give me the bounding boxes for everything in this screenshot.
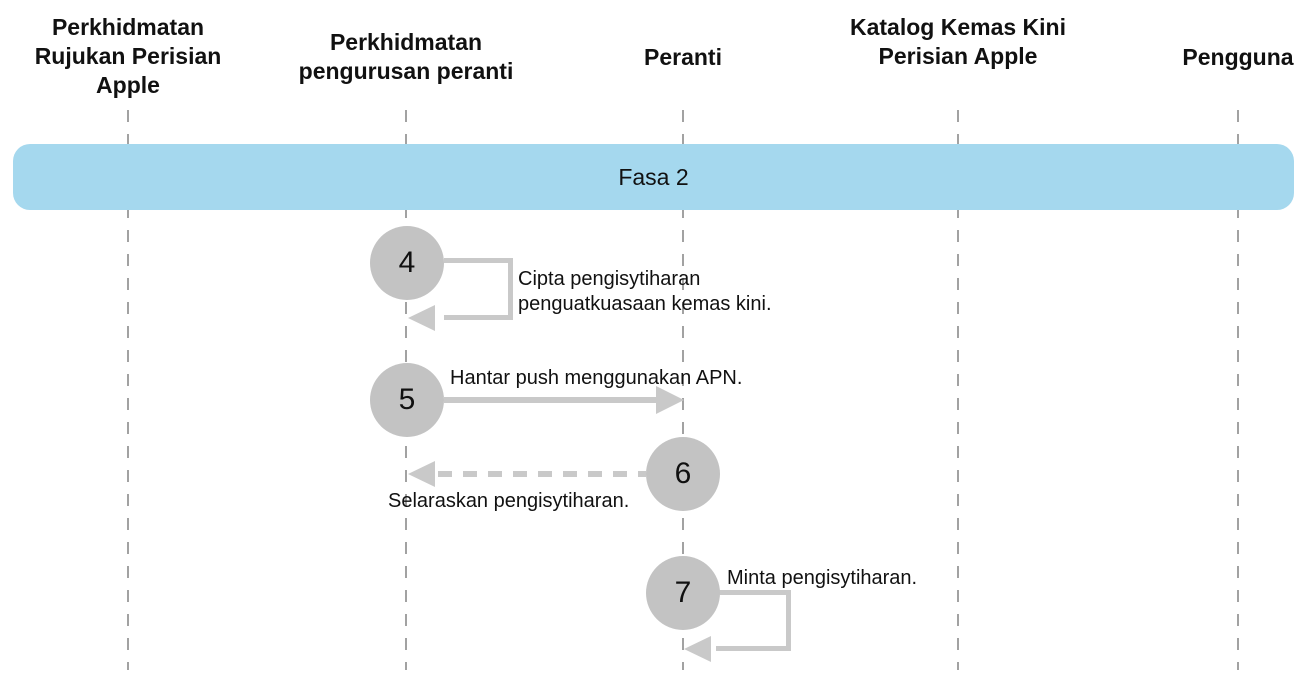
- step4-number-badge: 4: [370, 226, 444, 300]
- step5-number-badge: 5: [370, 363, 444, 437]
- step7-label: Minta pengisytiharan.: [727, 567, 918, 589]
- step5-number: 5: [398, 383, 416, 416]
- step7-arrowhead-left-icon: [684, 636, 711, 662]
- lifeline-pengguna: [1237, 110, 1239, 670]
- lifeline-perkhidmatan-rujukan-perisian-apple: [127, 110, 129, 670]
- phase-label: Fasa 2: [618, 163, 689, 190]
- step5-label: Hantar push menggunakan APN.: [450, 367, 743, 389]
- step4-label: Cipta pengisytiharan penguatkuasaan kema…: [518, 268, 772, 315]
- step6-arrowhead-left-icon: [408, 461, 435, 487]
- actor-label-pengguna: Pengguna: [1182, 44, 1294, 70]
- actor-label-perkhidmatan-pengurusan-peranti: Perkhidmatan pengurusan peranti: [298, 29, 514, 84]
- step4-arrowhead-left-icon: [408, 305, 435, 331]
- step6-number: 6: [674, 457, 692, 490]
- step5-arrow-line: [444, 397, 658, 403]
- phase-banner: Fasa 2: [13, 144, 1294, 210]
- step6-number-badge: 6: [646, 437, 720, 511]
- step6-label: Selaraskan pengisytiharan.: [388, 490, 630, 512]
- step7-number: 7: [674, 576, 692, 609]
- step5-arrowhead-right-icon: [656, 386, 684, 414]
- step4-self-loop-connector: [444, 258, 513, 320]
- step7-self-loop-connector: [716, 590, 791, 651]
- step6-arrow-line-dashed: [438, 471, 646, 477]
- lifeline-katalog-kemas-kini: [957, 110, 959, 670]
- actor-label-katalog-kemas-kini: Katalog Kemas Kini Perisian Apple: [850, 14, 1066, 69]
- step7-number-badge: 7: [646, 556, 720, 630]
- actor-label-peranti: Peranti: [644, 44, 722, 70]
- step4-number: 4: [398, 246, 416, 279]
- actor-label-perkhidmatan-rujukan-perisian-apple: Perkhidmatan Rujukan Perisian Apple: [34, 14, 222, 98]
